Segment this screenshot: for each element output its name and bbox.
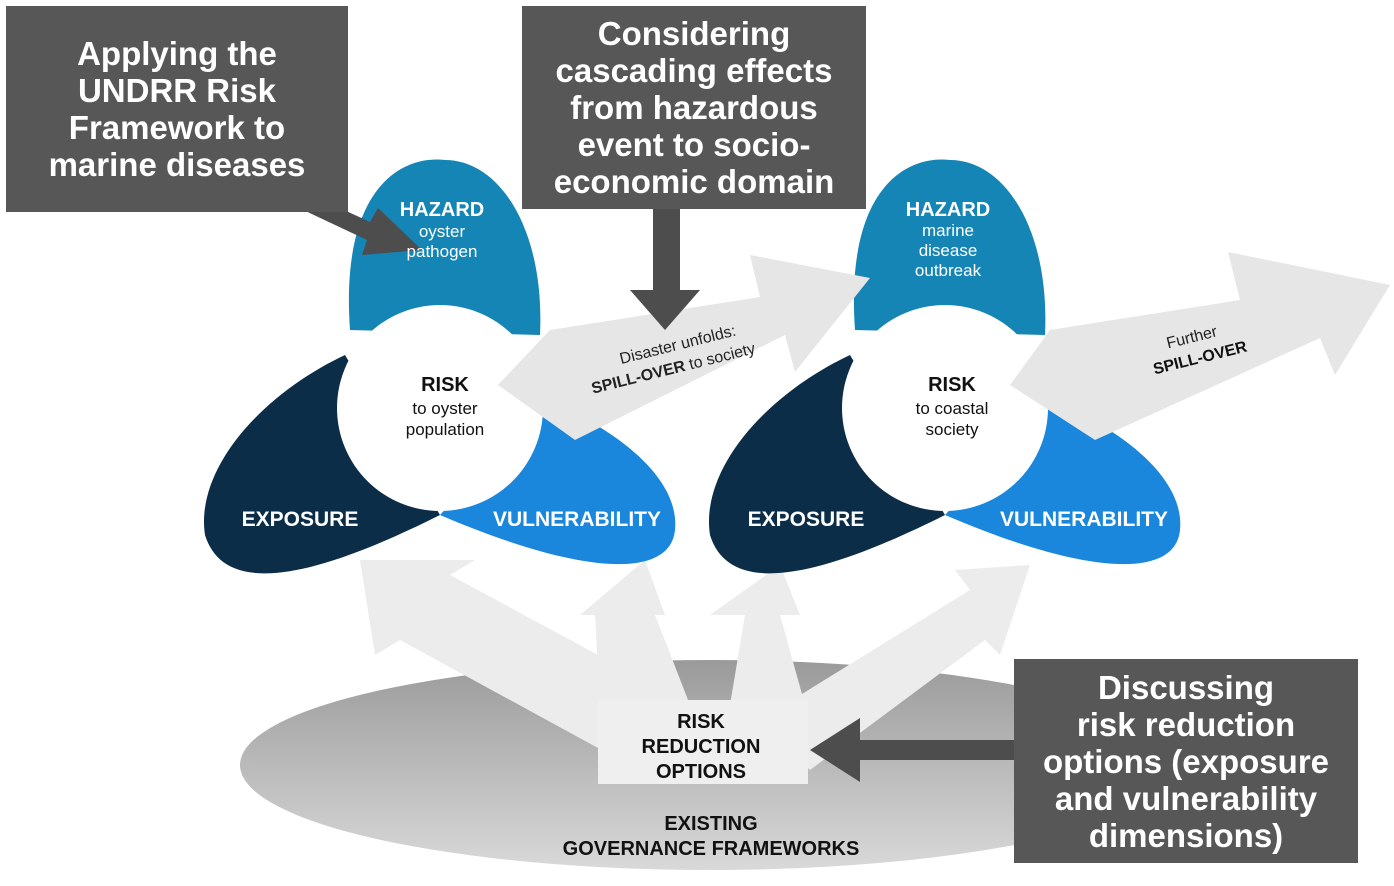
petal-exposure-left xyxy=(203,355,440,574)
callout-cascading-line1: Considering xyxy=(597,15,791,52)
callout-cascading-line4: event to socio- xyxy=(577,126,811,163)
exposure-label-left: EXPOSURE xyxy=(242,508,359,531)
callout-reduction-line5: dimensions) xyxy=(1088,816,1284,854)
hazard-title-left: HAZARD xyxy=(400,199,484,221)
risk-sub-right-2: society xyxy=(926,420,979,439)
risk-circle-right xyxy=(842,305,1048,511)
risk-sub-right-1: to coastal xyxy=(916,399,989,418)
risk-title-right: RISK xyxy=(928,374,976,396)
callout-reduction-line1: Discussing xyxy=(1097,668,1275,706)
petal-vulnerability-right xyxy=(945,400,1181,565)
hazard-title-right: HAZARD xyxy=(906,199,990,221)
risk-title-left: RISK xyxy=(421,374,469,396)
callout-framework-line1: Applying the xyxy=(77,35,277,72)
callout-reduction-line2: risk reduction xyxy=(1076,705,1296,743)
callout-framework-line3: Framework to xyxy=(68,109,286,146)
risk-reduction-line1: RISK xyxy=(677,711,725,733)
callout-risk-reduction: Discussing risk reduction options (expos… xyxy=(1014,659,1358,863)
callout-framework: Applying the UNDRR Risk Framework to mar… xyxy=(6,6,348,212)
spillover-arrow-2 xyxy=(1010,252,1390,440)
risk-circle-left xyxy=(337,305,543,511)
callout-framework-line4: marine diseases xyxy=(48,146,306,183)
arrow-to-vulnerability-left xyxy=(580,560,690,705)
callout-cascading-line3: from hazardous xyxy=(570,89,818,126)
arrow-cascading-to-spillover xyxy=(630,205,700,330)
risk-reduction-line2: REDUCTION xyxy=(642,736,761,758)
callout-reduction-line4: and vulnerability xyxy=(1054,779,1318,817)
callout-cascading-line2: cascading effects xyxy=(555,52,833,89)
arrow-discussing-to-reduction xyxy=(810,718,1018,782)
callout-cascading-line5: economic domain xyxy=(553,163,835,200)
petal-hazard-right xyxy=(853,159,1046,335)
propeller-right xyxy=(708,159,1181,574)
petal-hazard-left xyxy=(348,159,541,335)
callout-framework-line2: UNDRR Risk xyxy=(77,72,277,109)
risk-sub-left-1: to oyster xyxy=(412,399,478,418)
propeller-left xyxy=(203,159,676,574)
hazard-sub-left-1: oyster xyxy=(419,222,466,241)
vulnerability-label-right: VULNERABILITY xyxy=(1000,508,1168,531)
petal-exposure-right xyxy=(708,355,945,574)
vulnerability-label-left: VULNERABILITY xyxy=(493,508,661,531)
hazard-sub-right-2: disease xyxy=(919,241,978,260)
hazard-sub-right-1: marine xyxy=(922,221,974,240)
governance-line1: EXISTING xyxy=(664,813,757,835)
governance-line2: GOVERNANCE FRAMEWORKS xyxy=(563,838,860,860)
risk-sub-left-2: population xyxy=(406,420,484,439)
hazard-sub-left-2: pathogen xyxy=(407,242,478,261)
exposure-label-right: EXPOSURE xyxy=(748,508,865,531)
arrow-to-exposure-right xyxy=(710,565,805,705)
risk-reduction-line3: OPTIONS xyxy=(656,761,746,783)
spillover-arrow-1 xyxy=(498,255,870,440)
petal-vulnerability-left xyxy=(440,400,676,565)
risk-reduction-box xyxy=(598,700,808,784)
hazard-sub-right-3: outbreak xyxy=(915,261,982,280)
callout-cascading: Considering cascading effects from hazar… xyxy=(522,6,866,209)
callout-reduction-line3: options (exposure xyxy=(1042,742,1330,780)
arrow-to-vulnerability-right xyxy=(760,565,1030,770)
